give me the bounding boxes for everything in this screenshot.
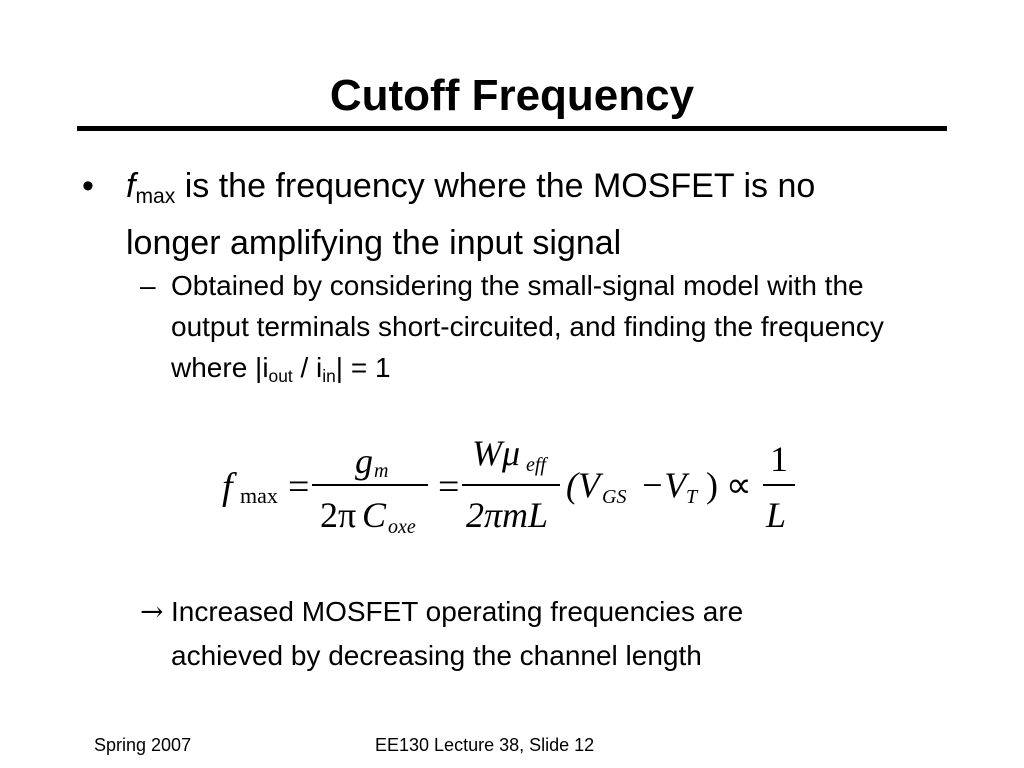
bullet-result-line1: Increased MOSFET operating frequencies a… <box>171 596 744 627</box>
formula-vgs: (V <box>566 465 604 505</box>
formula-2pimL: 2πmL <box>466 495 548 535</box>
formula-svg: f max = g m 2π C oxe = Wμ eff 2πmL (V GS… <box>222 433 795 538</box>
formula-f: f <box>222 466 237 508</box>
formula-vt: −V <box>640 465 690 505</box>
formula-paren-close: ) <box>706 465 718 505</box>
fmax-subscript: max <box>135 184 176 208</box>
footer-slide-info: EE130 Lecture 38, Slide 12 <box>375 735 595 755</box>
formula-Wmu: Wμ <box>472 433 520 473</box>
formula-gm: g <box>355 441 373 481</box>
cutoff-formula: f max = g m 2π C oxe = Wμ eff 2πmL (V GS… <box>210 425 820 545</box>
formula-2pi: 2π <box>320 495 356 535</box>
formula-L: L <box>765 495 786 535</box>
title-divider <box>77 126 947 131</box>
formula-prop: ∝ <box>726 465 752 505</box>
formula-eq2: = <box>438 466 459 508</box>
iin-subscript: in <box>322 365 336 386</box>
bullet-sub-part3: | = 1 <box>335 352 391 383</box>
iout-subscript: out <box>268 365 293 386</box>
bullet-result-line2: achieved by decreasing the channel lengt… <box>171 640 702 671</box>
bullet-sub-part2: / i <box>292 352 323 383</box>
formula-eff: eff <box>526 454 548 476</box>
formula-eq1: = <box>288 466 309 508</box>
formula-vgs-sub: GS <box>602 486 626 508</box>
formula-one: 1 <box>770 439 788 479</box>
formula-C: C <box>362 495 387 535</box>
bullet-dash: – <box>140 270 156 301</box>
bullet-main-body: is the frequency where the MOSFET is no … <box>126 167 816 262</box>
fmax-var: f <box>126 167 136 205</box>
formula-f-sub: max <box>240 483 278 508</box>
footer-date: Spring 2007 <box>94 735 192 755</box>
bullet-sub-part1: Obtained by considering the small-signal… <box>171 270 884 383</box>
formula-vt-sub: T <box>686 486 699 508</box>
bullet-dot: • <box>82 167 94 205</box>
slide-title: Cutoff Frequency <box>329 71 695 120</box>
bullet-result-text: Increased MOSFET operating frequencies a… <box>171 590 920 678</box>
bullet-main-text: fmax is the frequency where the MOSFET i… <box>126 163 916 266</box>
formula-C-sub: oxe <box>388 516 416 538</box>
formula-gm-sub: m <box>374 460 388 482</box>
bullet-sub-text: Obtained by considering the small-signal… <box>171 265 920 397</box>
right-arrow-icon: → <box>140 595 164 628</box>
